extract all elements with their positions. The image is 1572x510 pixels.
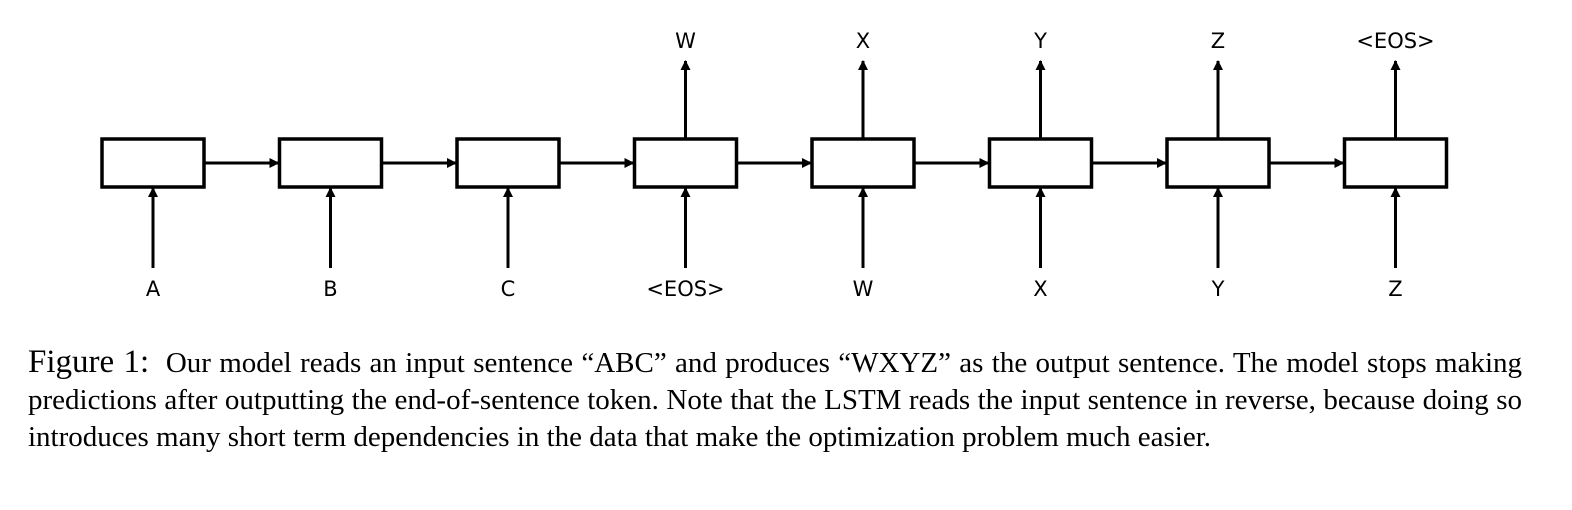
input-token: W bbox=[853, 277, 874, 301]
lstm-cell bbox=[100, 137, 206, 189]
seq2seq-diagram: A B C <EOS> W W X X Y Y Z Z <EOS> bbox=[100, 29, 1449, 301]
lstm-cell bbox=[277, 137, 384, 189]
output-token: W bbox=[675, 29, 696, 53]
lstm-cell bbox=[1165, 137, 1271, 189]
caption-text: Our model reads an input sentence “ABC” … bbox=[28, 347, 1522, 453]
input-token: B bbox=[323, 277, 337, 301]
lstm-cell bbox=[987, 137, 1094, 189]
input-token: <EOS> bbox=[646, 277, 724, 301]
input-token: C bbox=[501, 277, 516, 301]
input-token: X bbox=[1033, 277, 1047, 301]
output-token: <EOS> bbox=[1356, 29, 1434, 53]
lstm-cell bbox=[1342, 137, 1449, 189]
lstm-cell bbox=[455, 137, 561, 189]
figure-caption: Figure 1: Our model reads an input sente… bbox=[28, 344, 1522, 456]
output-token: Y bbox=[1033, 29, 1047, 53]
output-token: X bbox=[856, 29, 870, 53]
lstm-cell bbox=[632, 137, 739, 189]
input-token: Y bbox=[1211, 277, 1225, 301]
input-token: Z bbox=[1388, 277, 1402, 301]
output-token: Z bbox=[1211, 29, 1225, 53]
lstm-cell bbox=[810, 137, 916, 189]
caption-label: Figure 1: bbox=[28, 344, 150, 380]
input-token: A bbox=[146, 277, 161, 301]
